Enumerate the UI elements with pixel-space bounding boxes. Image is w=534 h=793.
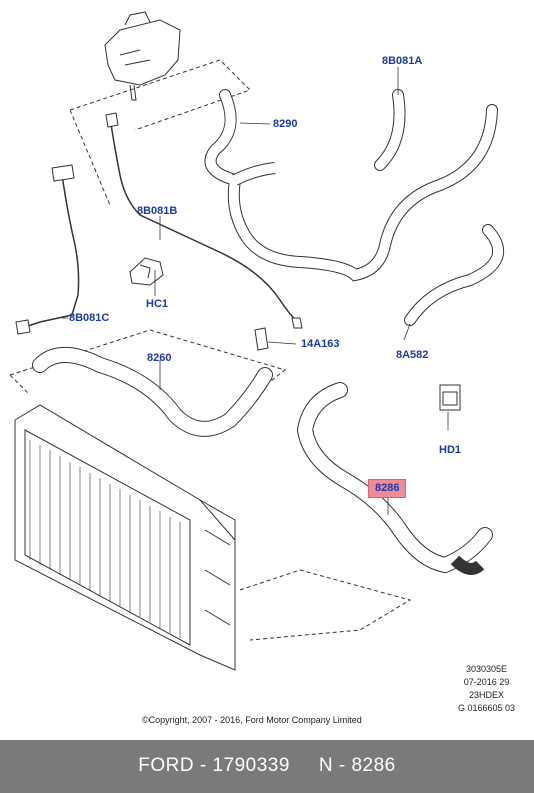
radiator [14,404,236,671]
clip-hd1 [439,384,461,411]
label-8a582: 8A582 [396,349,429,361]
label-8290: 8290 [273,118,298,130]
label-8b081b: 8B081B [137,205,178,217]
label-8b081a: 8B081A [382,55,423,67]
copyright-notice: ©Copyright, 2007 - 2016, Ford Motor Comp… [142,715,362,725]
label-hd1: HD1 [439,444,462,456]
label-8b081c: 8B081C [69,312,110,324]
bracket-14a163 [254,327,269,351]
label-hc1: HC1 [146,298,169,310]
clip-hc1 [129,257,164,286]
meta-code1: 3030305E [465,664,507,674]
lower-guide [239,569,412,641]
tube-8b081b [109,117,297,321]
label-8260: 8260 [147,352,172,364]
reservoir-guide [69,59,251,206]
tube-8b081c [21,174,80,329]
expansion-tank [104,11,181,101]
label-8286-highlighted: 8286 [368,479,407,498]
leaders [62,67,449,515]
footer-bar: FORD - 1790339 N - 8286 [0,740,534,793]
parts-diagram [9,11,504,671]
drawing-metadata: 3030305E 07-2016 29 23HDEX G 0166605 03 [458,663,515,715]
meta-code2: 07-2016 29 [463,677,510,687]
label-14a163: 14A163 [301,338,340,350]
footer-part-number: FORD - 1790339 N - 8286 [138,755,396,776]
meta-code4: G 0166605 03 [457,703,515,713]
meta-code3: 23HDEX [468,690,504,700]
